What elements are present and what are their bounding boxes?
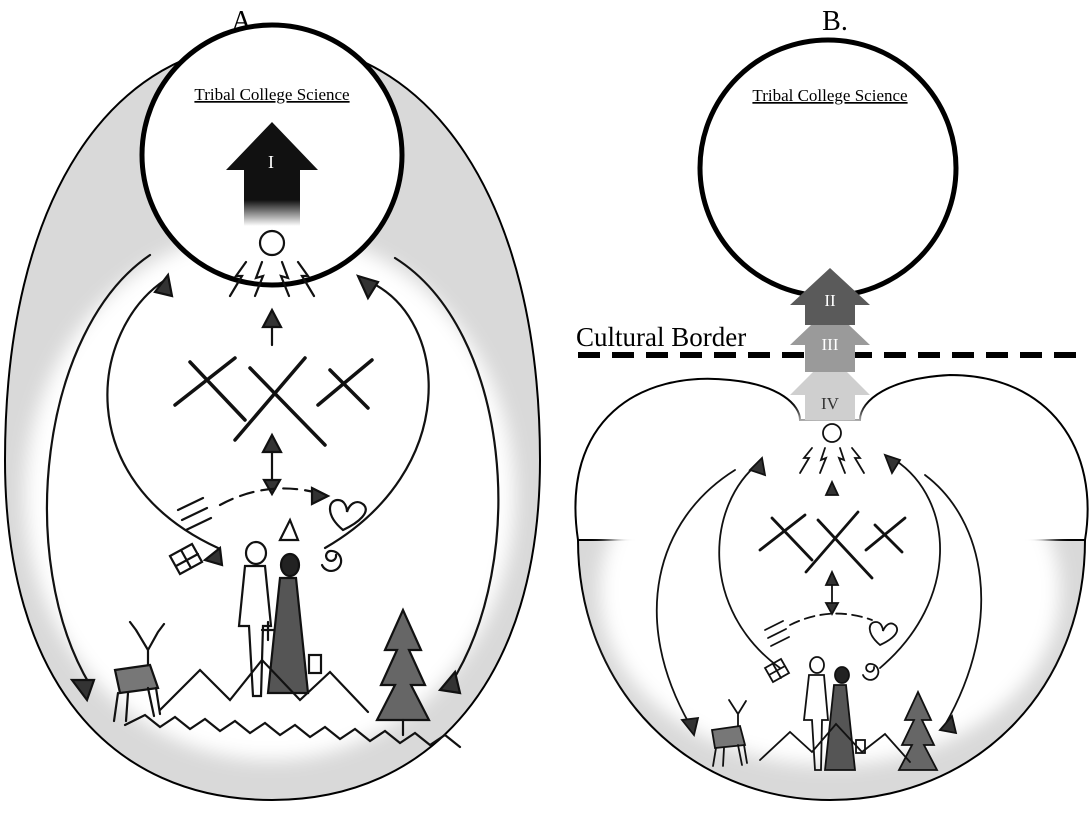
mountains-icon xyxy=(158,658,370,714)
sun-icon xyxy=(822,423,842,443)
cultural-border-label: Cultural Border xyxy=(576,322,746,352)
arrow-head-icon xyxy=(153,272,174,298)
spiral-icon xyxy=(320,549,343,572)
reindeer-icon xyxy=(710,699,748,767)
panel-a-science-title: Tribal College Science xyxy=(194,85,349,104)
arrow-head-icon xyxy=(69,678,96,703)
cross-marks-icon xyxy=(173,356,374,447)
heart-icon xyxy=(328,498,367,532)
panel-a-arrow-I-label: I xyxy=(268,152,274,172)
panel-b-arrow-II-label: II xyxy=(824,291,836,310)
sun-icon xyxy=(258,229,286,257)
grid-icon xyxy=(168,542,204,576)
panel-b-arrow-III xyxy=(790,307,870,372)
arrow-head-icon xyxy=(202,545,224,567)
panel-b-arrow-III-label: III xyxy=(822,335,839,354)
arrow-head-icon xyxy=(824,602,840,616)
reindeer-icon xyxy=(112,620,166,723)
panel-b-arrow-IV-label: IV xyxy=(821,394,840,413)
arrow-head-icon xyxy=(938,714,958,735)
arrow-head-icon xyxy=(437,669,462,695)
lines-icon xyxy=(176,496,213,532)
panel-b-arrow-II xyxy=(790,268,870,325)
panel-b-sketch xyxy=(655,423,983,771)
arrow-head-icon xyxy=(824,479,840,496)
panel-b-arrow-IV xyxy=(790,355,870,420)
arrow-head-icon xyxy=(310,486,331,506)
panel-b: B. Tribal College Science Cultural Borde… xyxy=(574,6,1089,802)
mountains-icon xyxy=(759,722,911,763)
panel-a-inner-region xyxy=(25,230,515,760)
cross-marks-icon xyxy=(758,510,907,580)
panel-a-sketch xyxy=(45,229,500,749)
lightning-icon xyxy=(228,260,316,298)
pine-tree-icon xyxy=(897,689,939,771)
panel-b-science-circle xyxy=(697,37,959,299)
panel-b-science-title: Tribal College Science xyxy=(752,86,907,105)
arrow-head-icon xyxy=(883,453,902,476)
arrow-head-icon xyxy=(680,716,700,738)
panel-b-label: B. xyxy=(822,6,848,37)
spiral-icon xyxy=(862,663,880,681)
arrow-head-icon xyxy=(355,274,380,301)
arrow-head-icon xyxy=(261,307,283,329)
pine-tree-icon xyxy=(375,607,431,737)
panel-a: A. Tribal College Science I xyxy=(3,6,542,802)
panel-b-inner-region xyxy=(600,415,1060,765)
heart-icon xyxy=(868,621,898,647)
arrow-head-icon xyxy=(748,456,767,477)
ground-zigzag-icon xyxy=(123,713,462,749)
grid-icon xyxy=(763,657,791,684)
panel-a-arrow-I xyxy=(226,122,318,226)
arrow-head-icon xyxy=(262,478,282,497)
lightning-icon xyxy=(799,447,865,474)
